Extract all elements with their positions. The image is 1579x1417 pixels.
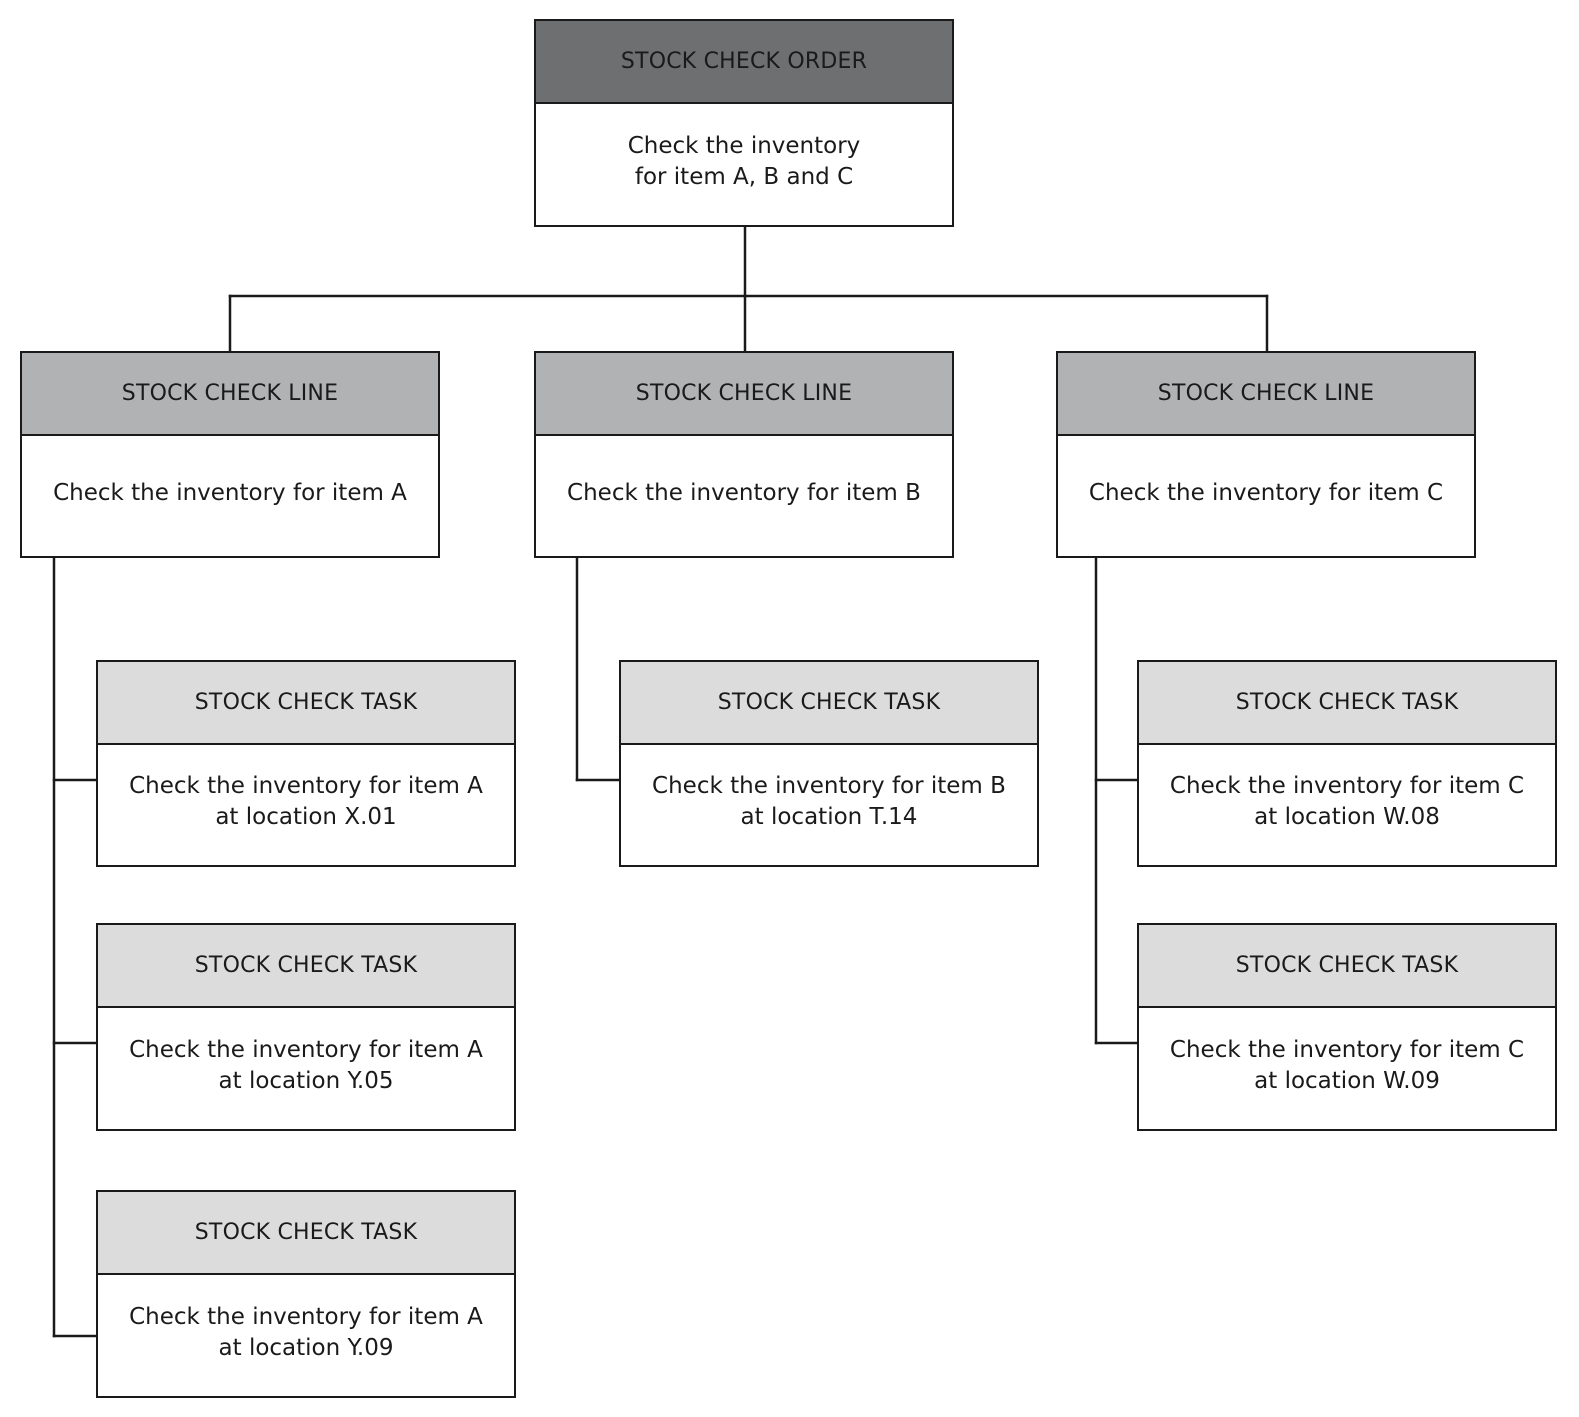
task-description-line-2: at location T.14 [740, 804, 918, 830]
stock-check-task-a-y09-node: STOCK CHECK TASK Check the inventory for… [96, 1190, 516, 1398]
line-b-text: Check the inventory for item B [567, 479, 921, 506]
stock-check-task-title: STOCK CHECK TASK [1139, 662, 1555, 745]
task-description-line-1: Check the inventory for item B [652, 773, 1006, 799]
stock-check-task-description: Check the inventory for item A at locati… [98, 1275, 514, 1396]
task-description-line-1: Check the inventory for item A [129, 1303, 483, 1330]
task-description-line-2: at location Y.09 [218, 1334, 394, 1361]
task-description-line-2: at location W.08 [1254, 804, 1440, 830]
stock-check-task-a-x01-node: STOCK CHECK TASK Check the inventory for… [96, 660, 516, 867]
task-description-line-2: at location X.01 [215, 804, 397, 830]
stock-check-task-a-y05-node: STOCK CHECK TASK Check the inventory for… [96, 923, 516, 1131]
task-description-line-1: Check the inventory for item A [129, 773, 483, 799]
task-description-line-1: Check the inventory for item C [1169, 1036, 1525, 1063]
stock-check-task-b-t14-node: STOCK CHECK TASK Check the inventory for… [619, 660, 1039, 867]
order-description-line-2: for item A, B and C [634, 163, 854, 190]
stock-check-task-description: Check the inventory for item A at locati… [98, 745, 514, 865]
stock-check-task-title: STOCK CHECK TASK [98, 1192, 514, 1275]
stock-check-task-title: STOCK CHECK TASK [98, 662, 514, 745]
stock-check-task-description: Check the inventory for item A at locati… [98, 1008, 514, 1129]
stock-check-line-a-title: STOCK CHECK LINE [22, 353, 438, 436]
stock-check-line-a-description: Check the inventory for item A [22, 436, 438, 556]
stock-check-task-description: Check the inventory for item C at locati… [1139, 1008, 1555, 1129]
stock-check-task-description: Check the inventory for item B at locati… [621, 745, 1037, 865]
line-c-text: Check the inventory for item C [1088, 479, 1444, 506]
stock-check-task-title: STOCK CHECK TASK [1139, 925, 1555, 1008]
task-description-line-1: Check the inventory for item C [1169, 773, 1525, 799]
stock-check-line-c-title: STOCK CHECK LINE [1058, 353, 1474, 436]
task-description-line-2: at location Y.05 [218, 1067, 394, 1094]
line-a-text: Check the inventory for item A [53, 479, 407, 506]
stock-check-task-title: STOCK CHECK TASK [98, 925, 514, 1008]
stock-check-order-node: STOCK CHECK ORDER Check the inventory fo… [534, 19, 954, 227]
task-description-line-1: Check the inventory for item A [129, 1036, 483, 1063]
stock-check-task-description: Check the inventory for item C at locati… [1139, 745, 1555, 865]
stock-check-line-c-node: STOCK CHECK LINE Check the inventory for… [1056, 351, 1476, 558]
stock-check-order-description: Check the inventory for item A, B and C [536, 104, 952, 225]
stock-check-line-c-description: Check the inventory for item C [1058, 436, 1474, 556]
stock-check-line-b-title: STOCK CHECK LINE [536, 353, 952, 436]
stock-check-task-title: STOCK CHECK TASK [621, 662, 1037, 745]
stock-check-task-c-w08-node: STOCK CHECK TASK Check the inventory for… [1137, 660, 1557, 867]
task-description-line-2: at location W.09 [1254, 1067, 1440, 1094]
stock-check-line-b-description: Check the inventory for item B [536, 436, 952, 556]
stock-check-task-c-w09-node: STOCK CHECK TASK Check the inventory for… [1137, 923, 1557, 1131]
order-description-line-1: Check the inventory [627, 132, 861, 159]
stock-check-line-a-node: STOCK CHECK LINE Check the inventory for… [20, 351, 440, 558]
stock-check-order-title: STOCK CHECK ORDER [536, 21, 952, 104]
stock-check-line-b-node: STOCK CHECK LINE Check the inventory for… [534, 351, 954, 558]
